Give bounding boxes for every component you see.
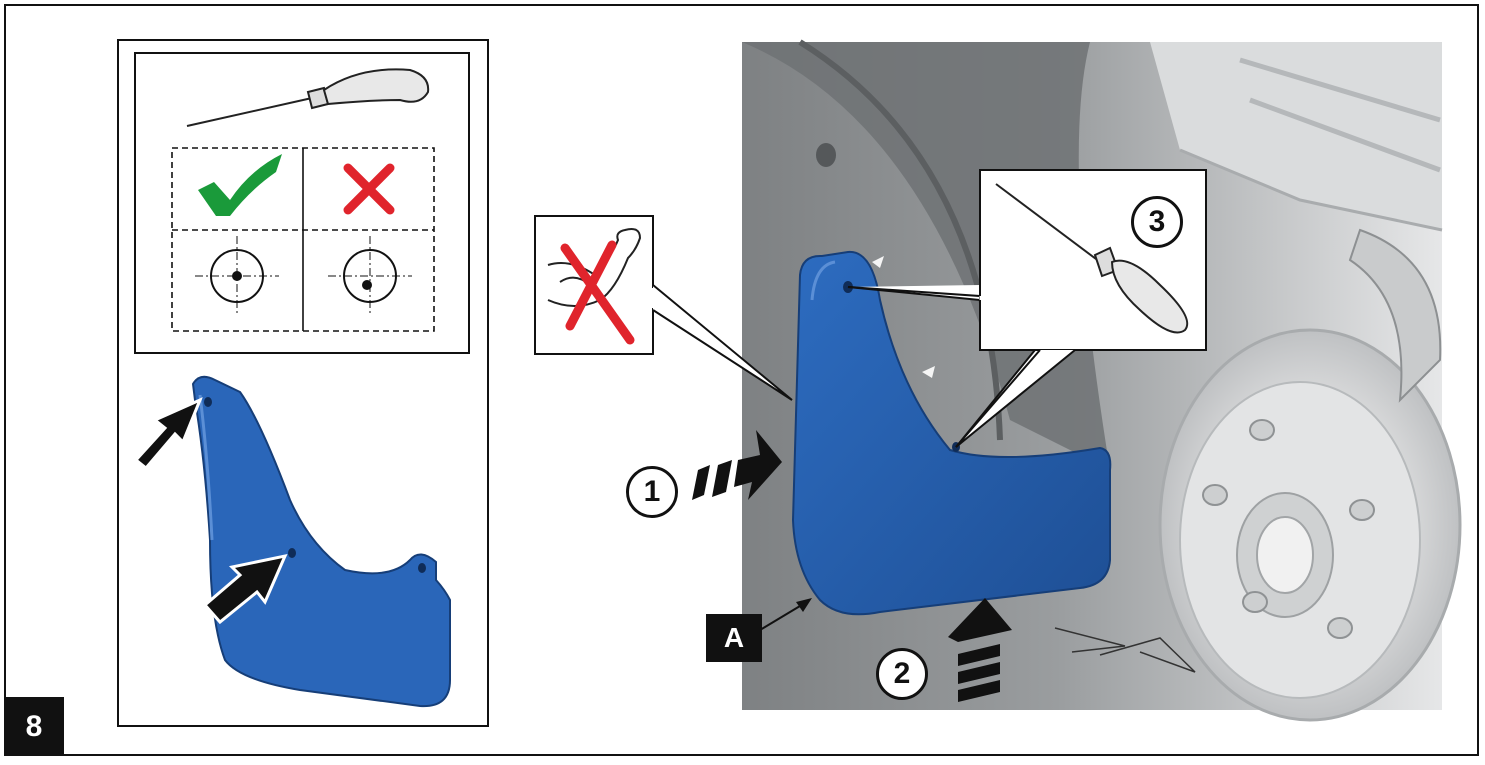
callout-1: 1 [626, 466, 678, 518]
part-label-a: A [706, 614, 762, 662]
callout-2: 2 [876, 648, 928, 700]
step-number-badge: 8 [4, 697, 64, 756]
callout-3: 3 [1131, 196, 1183, 248]
